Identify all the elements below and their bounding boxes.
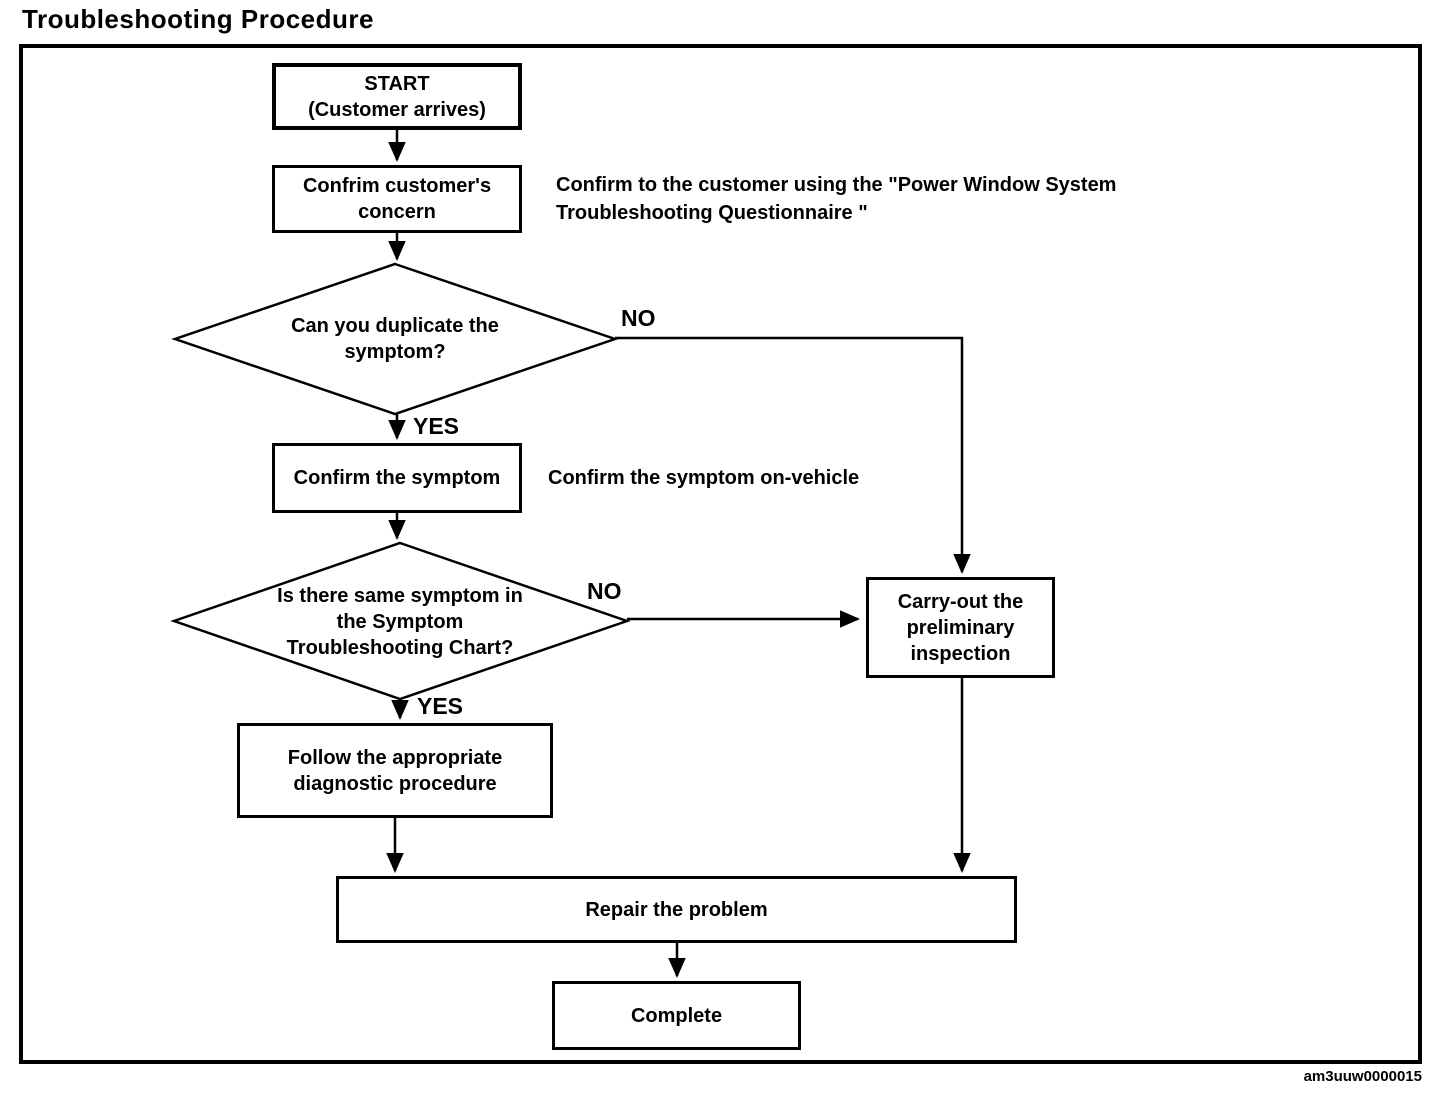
branch-label-duplicate-yes: YES (413, 413, 460, 439)
diagram-frame (19, 44, 1422, 1064)
flow-node-complete: Complete (552, 981, 801, 1050)
branch-label-same-symptom-no: NO (587, 578, 622, 604)
branch-label-same-symptom-yes: YES (417, 693, 464, 719)
note-on-vehicle: Confirm the symptom on-vehicle (548, 467, 860, 489)
flow-decision-same-symptom: Is there same symptom in the Symptom Tro… (277, 585, 523, 659)
branch-label-duplicate-no: NO (621, 305, 656, 331)
flow-node-repair: Repair the problem (336, 876, 1017, 943)
flow-decision-duplicate-symptom: Can you duplicate the symptom? (291, 315, 499, 363)
flow-node-confirm-concern: Confrim customer's concern (272, 165, 522, 233)
flow-node-confirm-symptom: Confirm the symptom (272, 443, 522, 513)
flow-node-carry-out-inspection: Carry-out the preliminary inspection (866, 577, 1055, 678)
figure-code: am3uuw0000015 (1303, 1068, 1422, 1085)
connector-duplicate-no-to-carry-out (615, 336, 971, 575)
note-questionnaire: Confirm to the customer using the "Power… (556, 174, 1117, 224)
flow-node-follow-procedure: Follow the appropriate diagnostic proced… (237, 723, 553, 818)
duplicate-symptom-diamond (171, 262, 619, 416)
flow-node-start: START (Customer arrives) (272, 63, 522, 130)
page-title: Troubleshooting Procedure (22, 4, 374, 34)
